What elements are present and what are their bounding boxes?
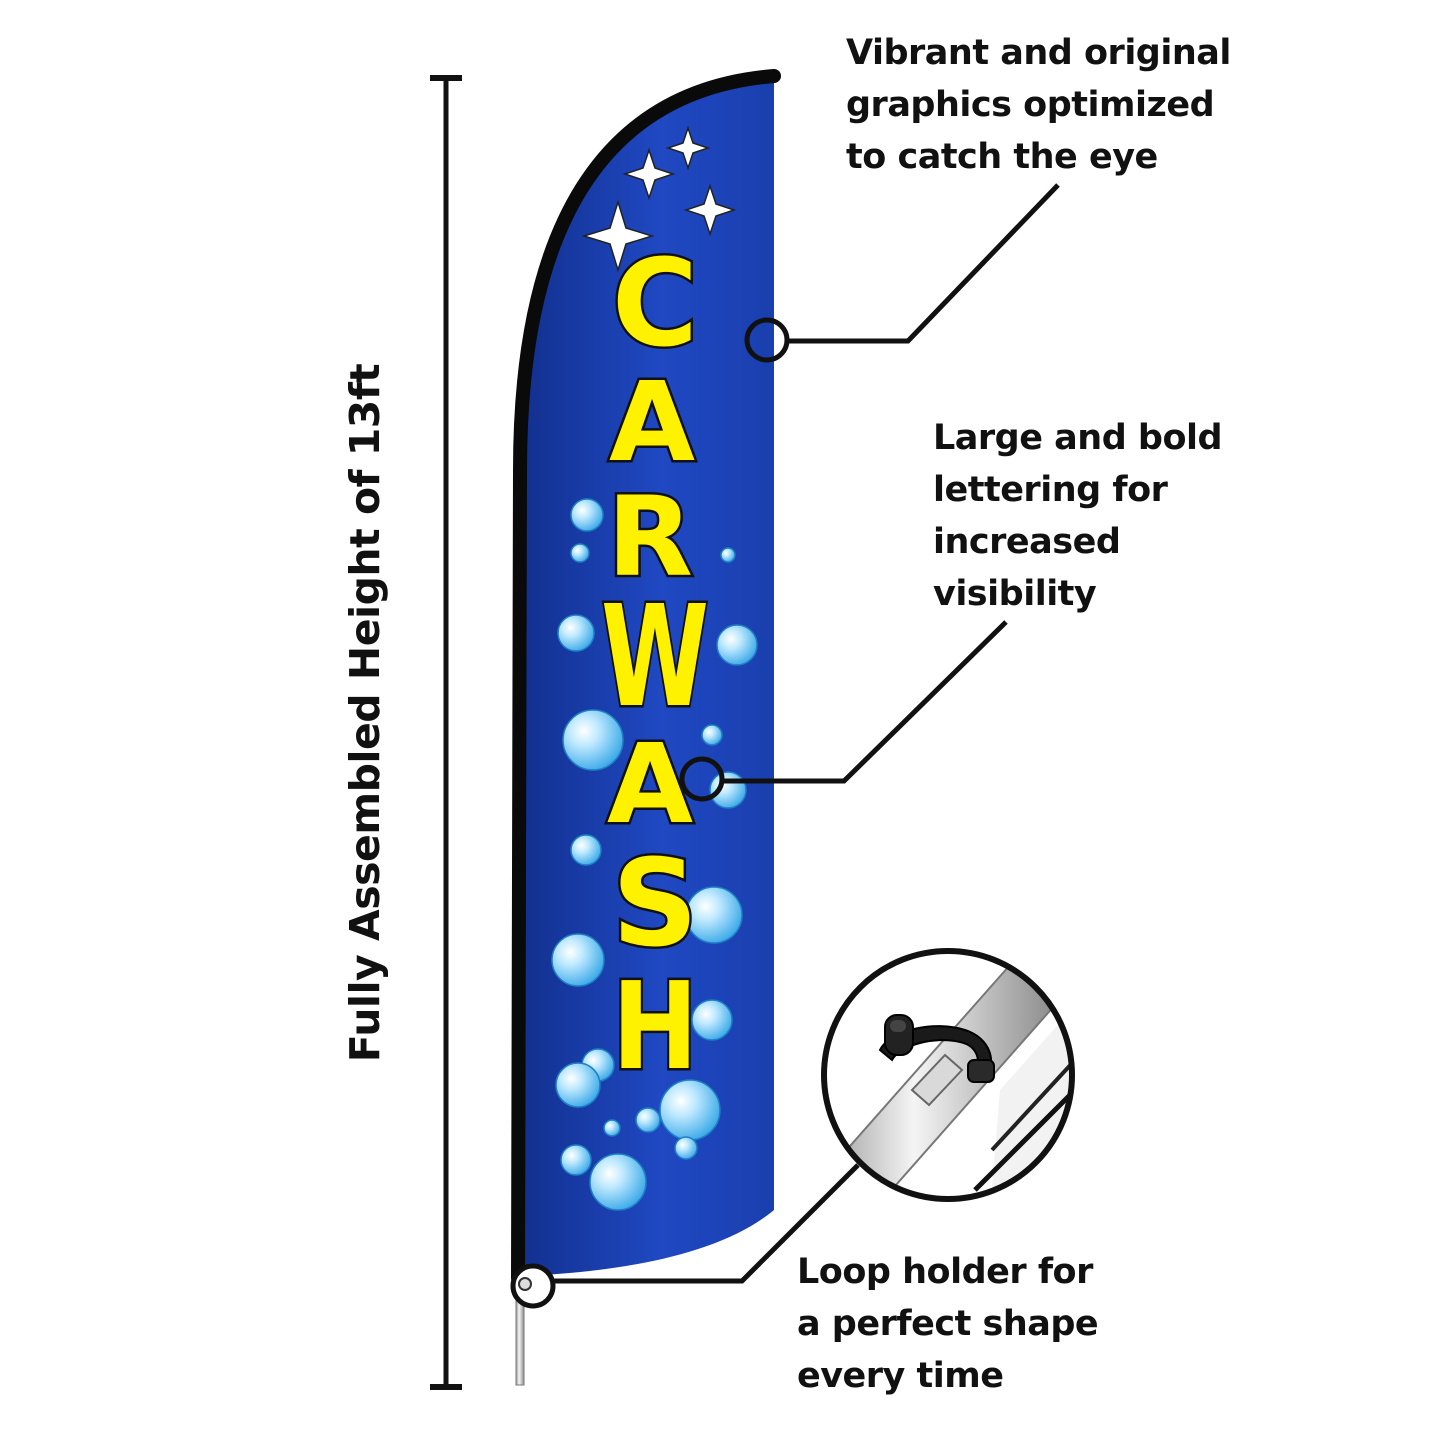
callout-leader-loop [510,1163,860,1309]
callout-lettering: Large and bold lettering for increased v… [933,412,1223,620]
flag-letter-c: C [612,235,698,374]
callout-lettering-line: increased [933,522,1121,562]
callout-loop: Loop holder for a perfect shape every ti… [797,1246,1099,1402]
callout-lettering-line: visibility [933,574,1097,614]
loop-holder-zoom [821,948,1075,1202]
flag-letter-s: S [612,835,698,974]
height-dimension-line [430,75,462,1390]
callout-loop-line: Loop holder for [797,1252,1093,1292]
callout-leader-graphics [744,183,1060,363]
flag-letter-r: R [607,473,693,601]
flag-letter-w: W [601,576,709,739]
flag-letter-a: A [609,358,695,486]
callout-loop-line: every time [797,1356,1004,1396]
height-label: Fully Assembled Height of 13ft [341,363,389,1063]
callout-lettering-line: Large and bold [933,418,1223,458]
callout-graphics-line: Vibrant and original [846,33,1231,73]
loop-holder-clip-icon [878,1014,995,1083]
bubble-icon [551,498,758,1211]
callout-leader-lettering [679,620,1008,802]
callout-loop-line: a perfect shape [797,1304,1099,1344]
callout-graphics: Vibrant and original graphics optimized … [846,27,1231,183]
callout-lettering-line: lettering for [933,470,1168,510]
callout-graphics-line: to catch the eye [846,137,1158,177]
flag-letter-h: H [612,958,698,1097]
sparkle-icon [581,125,737,273]
callout-graphics-line: graphics optimized [846,85,1215,125]
